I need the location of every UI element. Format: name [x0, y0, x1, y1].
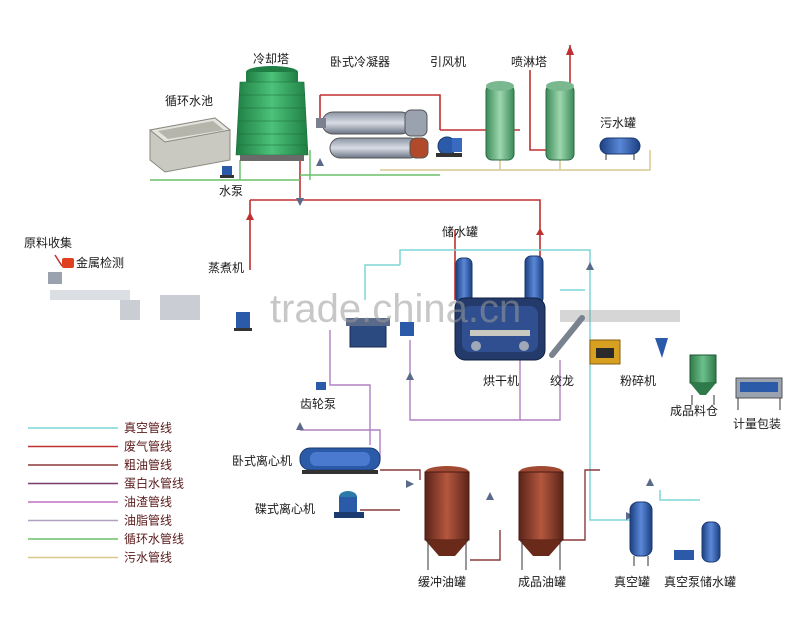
vacuum-tank-icon — [629, 501, 653, 566]
screw-conveyor-icon — [549, 315, 585, 358]
legend-label: 粗油管线 — [124, 457, 172, 472]
spray-tower-label: 喷淋塔 — [511, 55, 547, 69]
crusher-icon — [589, 338, 668, 365]
metal-detector-icon — [48, 254, 74, 284]
legend-item: 污水管线 — [28, 550, 172, 565]
disc-centrifuge-label: 碟式离心机 — [255, 501, 315, 516]
dryer-icon — [454, 297, 546, 361]
circulating-pool-label: 循环水池 — [165, 94, 213, 108]
circulating-water-pipeline — [150, 150, 440, 181]
gear-pump-label: 齿轮泵 — [300, 397, 336, 411]
water-storage-tank-icon — [455, 255, 544, 305]
legend-label: 污水管线 — [124, 550, 172, 565]
legend-item: 粗油管线 — [28, 457, 172, 472]
flow-arrows — [246, 45, 574, 235]
sewage-tank-icon — [599, 137, 641, 160]
silo-icon — [689, 354, 717, 405]
sewage-tank-label: 污水罐 — [600, 116, 636, 130]
product-silo-label: 成品料仓 — [670, 404, 718, 418]
metal-detection-label: 金属检测 — [76, 255, 124, 270]
watermark: trade.china.cn — [270, 287, 521, 331]
crude-oil-pipeline — [360, 469, 600, 561]
legend-item: 真空管线 — [28, 420, 172, 435]
cooker-label: 蒸煮机 — [208, 261, 244, 275]
pipelines — [150, 45, 700, 561]
horizontal-centrifuge-label: 卧式离心机 — [232, 453, 292, 468]
legend-item: 循环水管线 — [28, 531, 184, 546]
vacuum-pump-water-tank-icon — [674, 521, 721, 563]
legend-item: 油渣管线 — [28, 494, 172, 509]
circulating-pool-icon — [148, 117, 232, 173]
legend-label: 循环水管线 — [124, 531, 184, 546]
packing-machine-icon — [735, 377, 783, 410]
centrifuge-icon — [299, 447, 381, 474]
product-oil-tank-icon — [518, 466, 564, 570]
legend-label: 油渣管线 — [124, 494, 172, 509]
water-storage-tank-label: 储水罐 — [442, 224, 478, 239]
sewage-pipeline — [380, 150, 651, 171]
cooker-icon — [234, 312, 252, 331]
spray-tower-icon — [485, 81, 575, 161]
legend-label: 蛋白水管线 — [124, 476, 184, 491]
vacuum-tank-label: 真空罐 — [614, 575, 650, 589]
dryer-label: 烘干机 — [483, 374, 519, 388]
buffer-oil-tank-label: 缓冲油罐 — [418, 574, 466, 589]
crusher-label: 粉碎机 — [620, 373, 656, 388]
buffer-oil-tank-icon — [424, 466, 470, 570]
fan-icon — [436, 136, 462, 157]
legend-item: 废气管线 — [28, 439, 172, 454]
condenser-icon — [316, 109, 429, 159]
conveyor-line-icon — [50, 290, 680, 322]
water-pump-label: 水泵 — [219, 184, 243, 198]
legend-label: 废气管线 — [124, 439, 172, 454]
water-pump-icon — [220, 166, 234, 178]
vacuum-pipeline — [364, 249, 700, 521]
legend-label: 油脂管线 — [124, 513, 172, 528]
legend-item: 油脂管线 — [28, 513, 172, 528]
product-oil-tank-label: 成品油罐 — [518, 575, 566, 589]
cooling-tower-label: 冷却塔 — [253, 52, 289, 66]
raw-collection-label: 原料收集 — [24, 235, 72, 250]
press-icon — [346, 318, 414, 348]
fan-label: 引风机 — [430, 55, 466, 69]
legend-item: 蛋白水管线 — [28, 476, 184, 491]
metering-packing-label: 计量包装 — [733, 417, 781, 431]
vacuum-pump-water-tank-label: 真空泵储水罐 — [664, 574, 736, 589]
screw-conveyor-label: 绞龙 — [550, 373, 574, 388]
legend-label: 真空管线 — [124, 420, 172, 435]
disc-centrifuge-icon — [334, 491, 364, 518]
cooling-tower-icon — [235, 66, 309, 161]
condenser-label: 卧式冷凝器 — [330, 54, 390, 69]
gear-pump-icon — [316, 382, 326, 390]
exhaust-pipeline — [249, 45, 571, 300]
